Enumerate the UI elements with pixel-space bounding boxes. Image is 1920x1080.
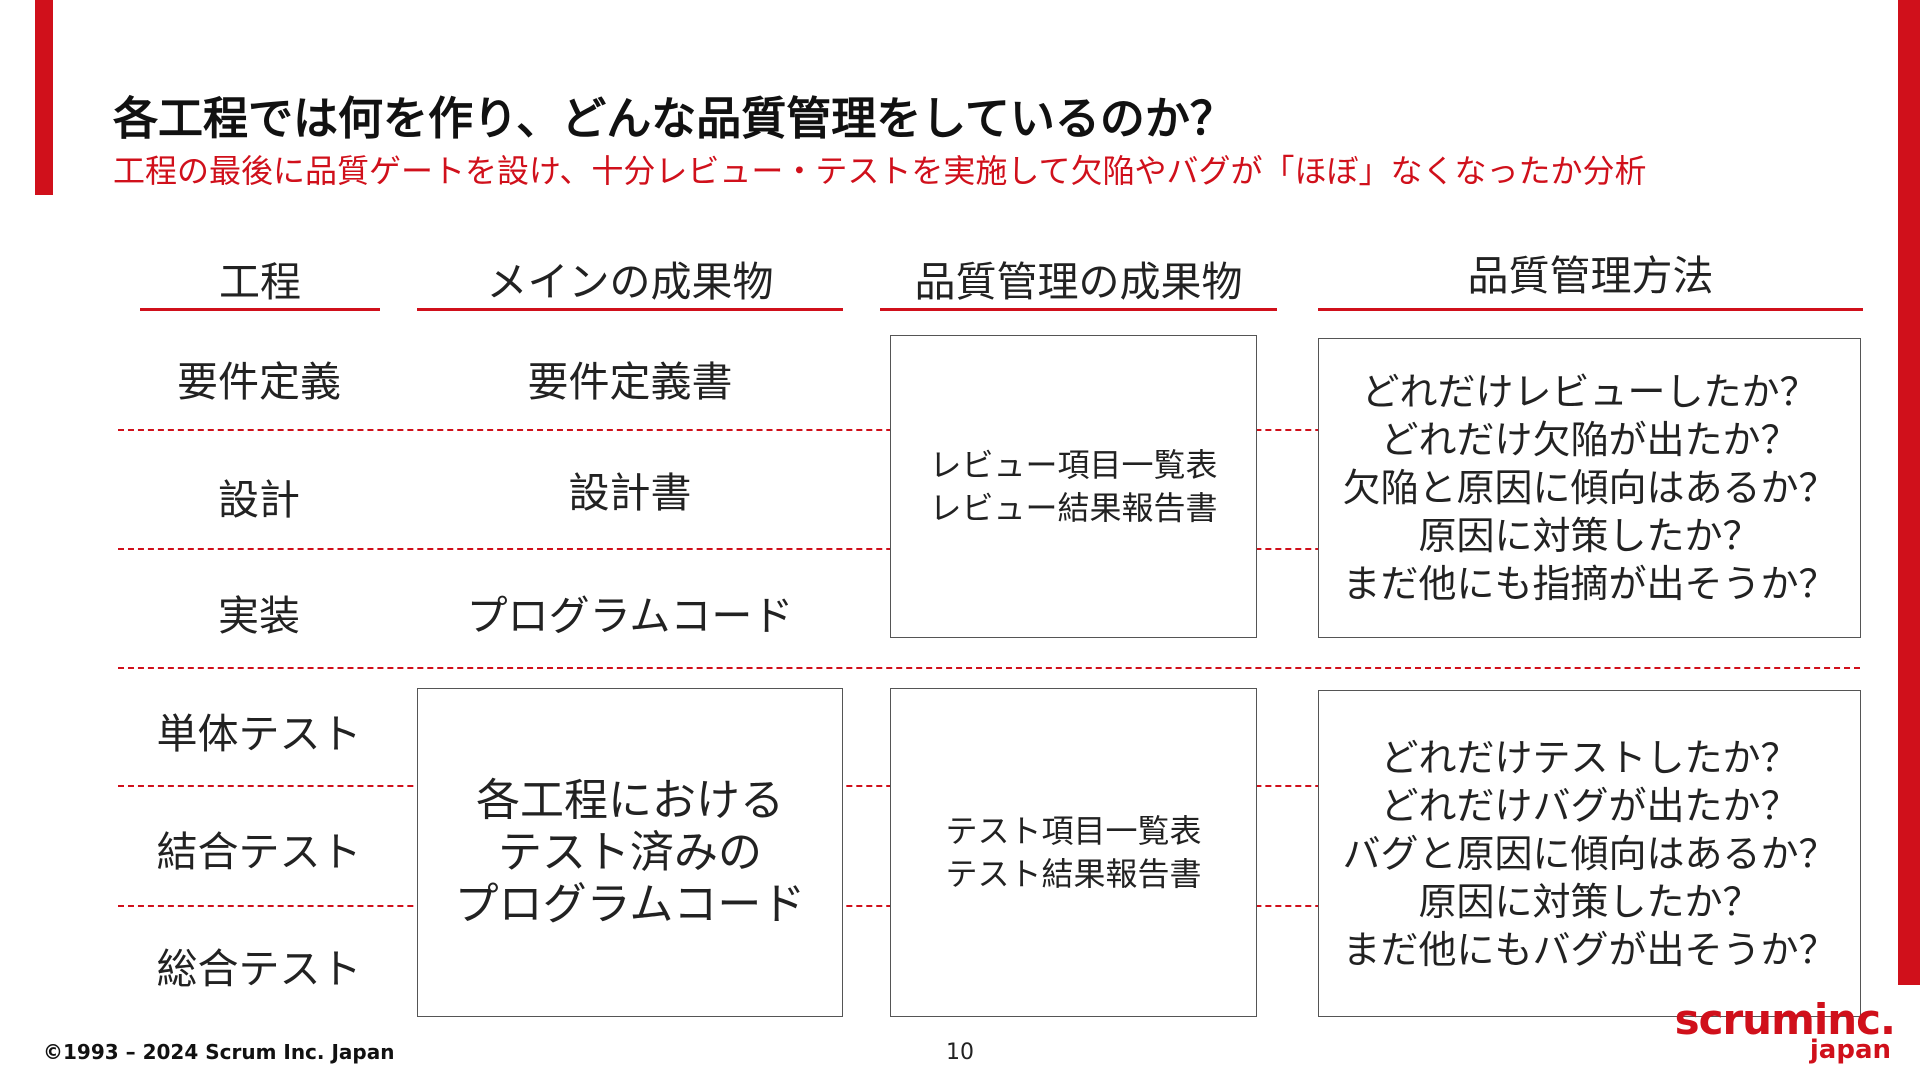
page-number: 10 [946, 1040, 974, 1065]
header-underline-phase [140, 308, 380, 311]
copyright-text: ©1993 – 2024 Scrum Inc. Japan [43, 1040, 395, 1064]
phase-design: 設計 [218, 476, 300, 524]
tested-code-line: テスト済みの [498, 826, 762, 878]
tested-code-box: 各工程における テスト済みの プログラムコード [417, 688, 843, 1017]
review-method-line: どれだけ欠陥が出たか？ [1380, 418, 1799, 462]
review-method-line: 原因に対策したか？ [1418, 514, 1761, 558]
deliverable-requirements-doc: 要件定義書 [527, 358, 733, 406]
logo-wordmark: scruminc. [1674, 995, 1896, 1044]
logo-subtext: japan [1809, 1035, 1891, 1065]
phase-unit-test: 単体テスト [156, 710, 362, 758]
header-underline-main [417, 308, 843, 311]
phase-implementation: 実装 [218, 592, 300, 640]
deliverable-program-code: プログラムコード [466, 592, 794, 640]
scrum-inc-logo: scruminc. japan [1675, 995, 1896, 1065]
deliverable-design-doc: 設計書 [568, 469, 692, 517]
test-method-line: まだ他にもバグが出そうか？ [1342, 927, 1837, 972]
test-deliverable-line: テスト項目一覧表 [945, 811, 1202, 850]
header-underline-quality [880, 308, 1277, 311]
slide-title: 各工程では何を作り、どんな品質管理をしているのか？ [113, 92, 1235, 145]
header-phase: 工程 [219, 258, 301, 306]
review-deliverable-line: レビュー項目一覧表 [929, 445, 1218, 484]
phase-system-test: 総合テスト [156, 945, 362, 993]
review-method-line: どれだけレビューしたか？ [1361, 370, 1818, 414]
review-methods-box: どれだけレビューしたか？ どれだけ欠陥が出たか？ 欠陥と原因に傾向はあるか？ 原… [1318, 338, 1861, 638]
test-methods-box: どれだけテストしたか？ どれだけバグが出たか？ バグと原因に傾向はあるか？ 原因… [1318, 690, 1861, 1017]
header-main-deliverable: メインの成果物 [486, 258, 774, 306]
phase-integration-test: 結合テスト [156, 828, 362, 876]
right-accent-bar [1898, 0, 1920, 985]
test-deliverable-line: テスト結果報告書 [945, 854, 1202, 893]
review-deliverables-box: レビュー項目一覧表 レビュー結果報告書 [890, 335, 1257, 638]
header-underline-method [1318, 308, 1863, 311]
review-method-line: 欠陥と原因に傾向はあるか？ [1342, 466, 1837, 510]
review-method-line: まだ他にも指摘が出そうか？ [1342, 562, 1837, 606]
phase-requirements: 要件定義 [177, 358, 341, 406]
review-deliverable-line: レビュー結果報告書 [929, 488, 1218, 527]
tested-code-line: 各工程における [476, 774, 784, 826]
slide-subtitle: 工程の最後に品質ゲートを設け、十分レビュー・テストを実施して欠陥やバグが「ほぼ」… [113, 152, 1647, 190]
header-quality-method: 品質管理方法 [1467, 252, 1714, 300]
test-method-line: 原因に対策したか？ [1418, 879, 1761, 924]
test-method-line: バグと原因に傾向はあるか？ [1342, 831, 1837, 876]
test-method-line: どれだけテストしたか？ [1380, 735, 1799, 780]
tested-code-line: プログラムコード [454, 878, 806, 930]
header-quality-deliverable: 品質管理の成果物 [914, 258, 1243, 306]
test-deliverables-box: テスト項目一覧表 テスト結果報告書 [890, 688, 1257, 1017]
left-accent-bar [35, 0, 53, 195]
test-method-line: どれだけバグが出たか？ [1380, 783, 1799, 828]
row-separator [118, 667, 1860, 669]
